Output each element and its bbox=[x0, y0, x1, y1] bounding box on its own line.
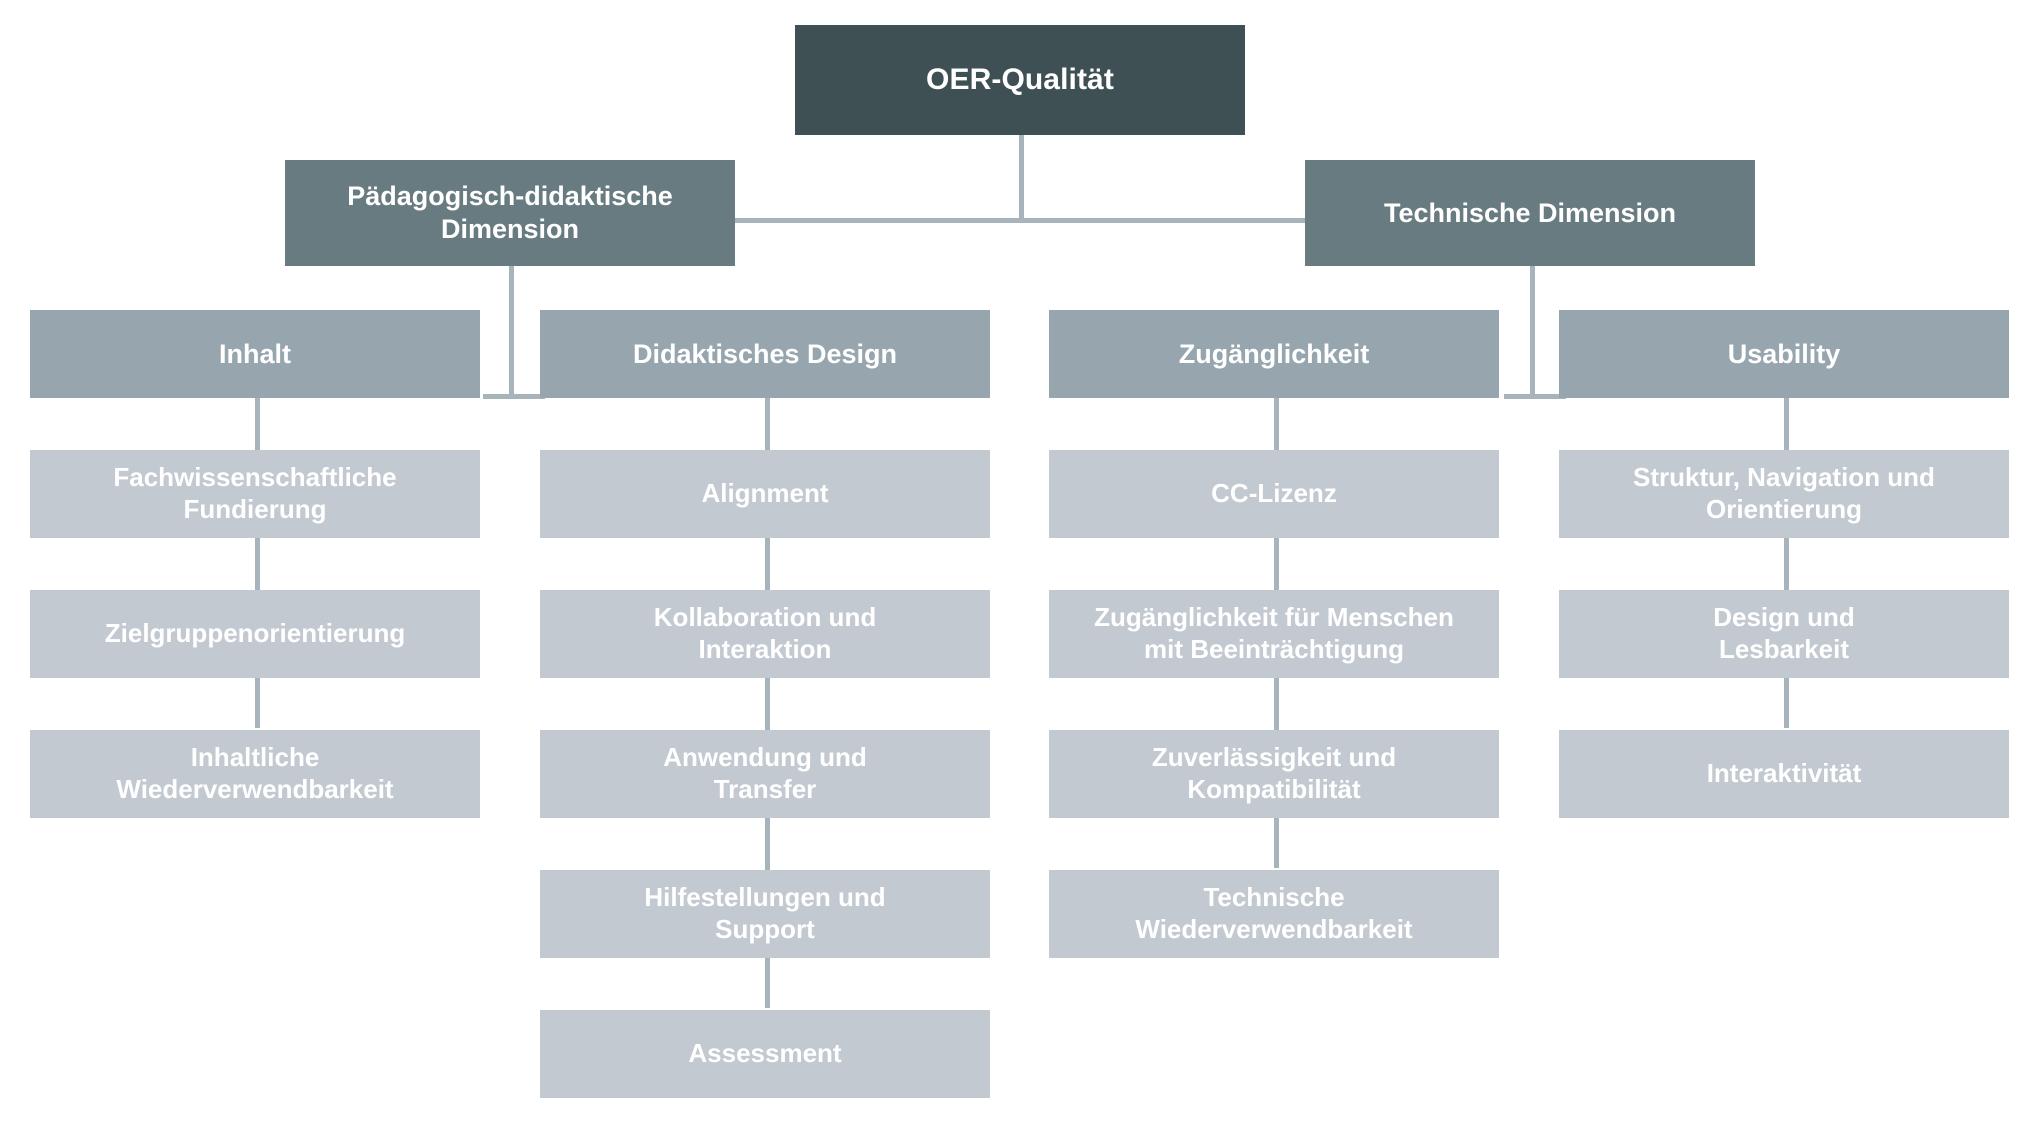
node-label: Inhaltliche Wiederverwendbarkeit bbox=[116, 742, 394, 804]
node-label: CC-Lizenz bbox=[1211, 478, 1337, 509]
node-criterion-inhaltliche-wiederverwendbarkeit[interactable]: Inhaltliche Wiederverwendbarkeit bbox=[30, 730, 480, 818]
node-label: Inhalt bbox=[219, 338, 291, 369]
node-label: Zuverlässigkeit und Kompatibilität bbox=[1151, 742, 1397, 804]
node-criterion-design-und-lesbarkeit[interactable]: Design und Lesbarkeit bbox=[1559, 590, 2009, 678]
node-criterion-assessment[interactable]: Assessment bbox=[540, 1010, 990, 1098]
node-label: Alignment bbox=[701, 478, 829, 509]
node-root-oer-qualitaet[interactable]: OER-Qualität bbox=[795, 25, 1245, 135]
node-criterion-interaktivitaet[interactable]: Interaktivität bbox=[1559, 730, 2009, 818]
node-label: Zielgruppenorientierung bbox=[104, 618, 406, 649]
node-category-didaktisches-design[interactable]: Didaktisches Design bbox=[540, 310, 990, 398]
node-criterion-anwendung-und-transfer[interactable]: Anwendung und Transfer bbox=[540, 730, 990, 818]
node-label: Assessment bbox=[688, 1038, 842, 1069]
node-criterion-hilfestellungen-und-support[interactable]: Hilfestellungen und Support bbox=[540, 870, 990, 958]
node-label: Usability bbox=[1727, 338, 1841, 369]
node-category-usability[interactable]: Usability bbox=[1559, 310, 2009, 398]
node-criterion-struktur-navigation-und-orientierung[interactable]: Struktur, Navigation und Orientierung bbox=[1559, 450, 2009, 538]
node-label: Zugänglichkeit bbox=[1178, 338, 1370, 369]
node-label: Interaktivität bbox=[1706, 758, 1862, 789]
node-criterion-alignment[interactable]: Alignment bbox=[540, 450, 990, 538]
node-criterion-zuverlaessigkeit-und-kompatibilitaet[interactable]: Zuverlässigkeit und Kompatibilität bbox=[1049, 730, 1499, 818]
node-dimension-paedagogisch-didaktisch[interactable]: Pädagogisch-didaktische Dimension bbox=[285, 160, 735, 266]
connector-technical-category-bus bbox=[1504, 394, 1566, 399]
node-category-zugaenglichkeit[interactable]: Zugänglichkeit bbox=[1049, 310, 1499, 398]
node-criterion-cc-lizenz[interactable]: CC-Lizenz bbox=[1049, 450, 1499, 538]
node-criterion-kollaboration-und-interaktion[interactable]: Kollaboration und Interaktion bbox=[540, 590, 990, 678]
node-label: Design und Lesbarkeit bbox=[1713, 602, 1855, 664]
node-label: Technische Dimension bbox=[1383, 197, 1677, 228]
node-label: Kollaboration und Interaktion bbox=[653, 602, 877, 664]
connector-root-vertical bbox=[1019, 135, 1024, 220]
connector-technical-vertical bbox=[1530, 266, 1535, 398]
node-label: Didaktisches Design bbox=[632, 338, 898, 369]
node-criterion-zielgruppenorientierung[interactable]: Zielgruppenorientierung bbox=[30, 590, 480, 678]
node-dimension-technisch[interactable]: Technische Dimension bbox=[1305, 160, 1755, 266]
node-label: Zugänglichkeit für Menschen mit Beeinträ… bbox=[1094, 602, 1454, 664]
node-criterion-technische-wiederverwendbarkeit[interactable]: Technische Wiederverwendbarkeit bbox=[1049, 870, 1499, 958]
connector-pedagogical-category-bus bbox=[483, 394, 545, 399]
node-label: Hilfestellungen und Support bbox=[644, 882, 886, 944]
node-criterion-fachwissenschaftliche-fundierung[interactable]: Fachwissenschaftliche Fundierung bbox=[30, 450, 480, 538]
connector-column-didaktisches-design bbox=[765, 398, 770, 1008]
connector-column-inhalt bbox=[255, 398, 260, 728]
node-label: OER-Qualität bbox=[926, 62, 1114, 96]
connector-pedagogical-vertical bbox=[509, 266, 514, 398]
connector-column-usability bbox=[1784, 398, 1789, 728]
connector-dimension-bus bbox=[509, 218, 1530, 223]
node-label: Pädagogisch-didaktische Dimension bbox=[347, 181, 673, 244]
node-label: Fachwissenschaftliche Fundierung bbox=[113, 462, 397, 524]
node-label: Technische Wiederverwendbarkeit bbox=[1135, 882, 1413, 944]
node-category-inhalt[interactable]: Inhalt bbox=[30, 310, 480, 398]
node-criterion-zugaenglichkeit-fuer-menschen-mit-beeintraechtigung[interactable]: Zugänglichkeit für Menschen mit Beeinträ… bbox=[1049, 590, 1499, 678]
node-label: Anwendung und Transfer bbox=[663, 742, 867, 804]
node-label: Struktur, Navigation und Orientierung bbox=[1633, 462, 1935, 524]
